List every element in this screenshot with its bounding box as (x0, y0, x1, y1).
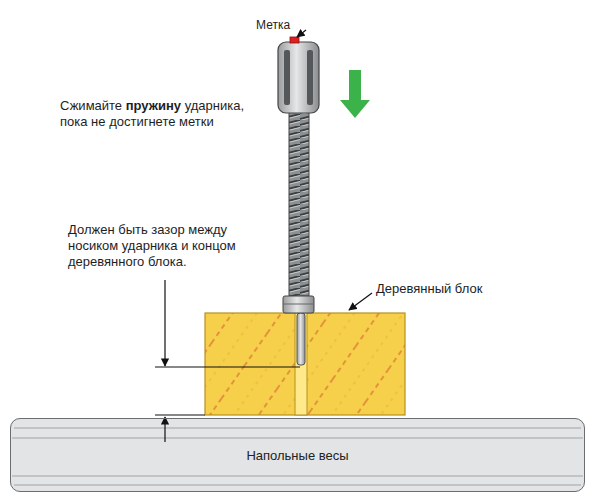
scale-line (14, 484, 581, 485)
word-space (175, 114, 179, 129)
mark-leader (297, 30, 306, 37)
block-hole (295, 313, 307, 415)
scale-line (14, 427, 581, 428)
striker-collar (283, 296, 314, 313)
collar-edge (283, 304, 314, 305)
head-groove (284, 50, 290, 105)
scale-line (12, 475, 583, 476)
dimension-extension (155, 367, 300, 368)
striker-nose (297, 313, 305, 365)
scale-body (10, 418, 585, 492)
striker-spring (289, 112, 309, 296)
mark-label: Метка (256, 17, 316, 33)
word-space (106, 114, 110, 129)
scale-panel: Напольные весы (10, 418, 585, 492)
word: не (91, 114, 105, 129)
word: пока (60, 114, 87, 129)
wooden-block (205, 313, 405, 415)
striker-head (278, 42, 319, 113)
scale-line (12, 437, 583, 438)
red-mark (290, 37, 299, 43)
word: достигнете (109, 114, 175, 129)
word: метки (179, 114, 214, 129)
block-leader (349, 293, 372, 310)
word-space (122, 98, 126, 113)
dimension-arrow (164, 280, 165, 366)
instruction-note: Сжимайте пружину ударника, пока не дости… (60, 98, 275, 130)
word-space (181, 98, 185, 113)
dimension-arrow (164, 417, 165, 442)
bold-word: пружину (126, 98, 181, 113)
word-space (87, 114, 91, 129)
word: ударника, (185, 98, 244, 113)
press-arrow (340, 70, 370, 118)
node-text: Напольные весы (242, 447, 352, 464)
part-name: Деревянный блок (376, 281, 516, 297)
word: Сжимайте (60, 98, 122, 113)
gap-note: Должен быть зазор между носиком ударника… (68, 222, 273, 270)
dimension-extension (155, 415, 205, 416)
head-groove (307, 50, 313, 105)
